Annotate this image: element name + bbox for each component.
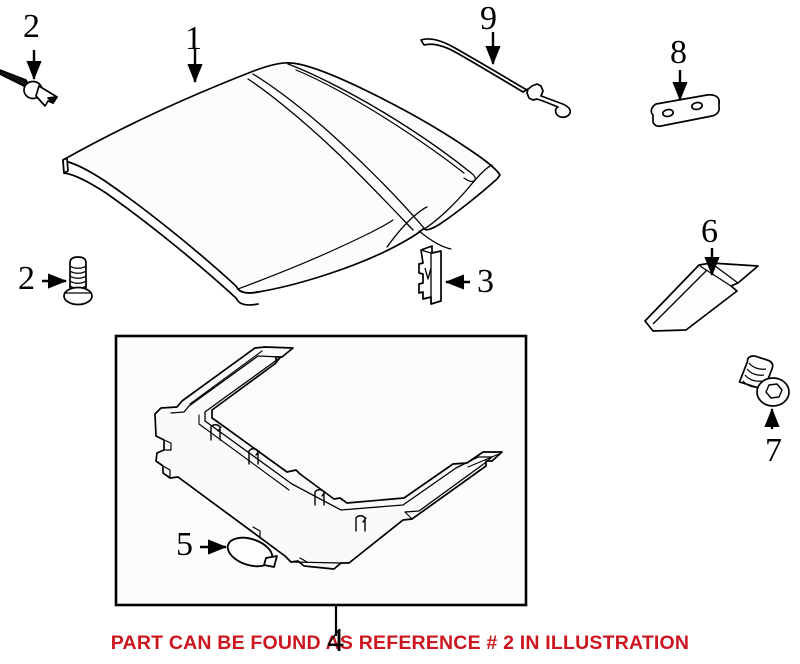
callout-label-6: 6 [701,213,718,250]
part-rivet-pin [0,69,58,107]
callout-label-1: 1 [185,20,202,57]
part-screw [63,256,93,306]
part-retainer-clip [418,245,442,305]
callout-label-7: 7 [765,432,782,469]
callout-label-4: 4 [327,622,344,659]
part-roof-frame-assembly [154,346,503,570]
callout-label-2-mid: 2 [18,260,35,297]
callout-label-5: 5 [176,526,193,563]
callout-label-8: 8 [670,34,687,71]
part-roof-panel [62,61,501,306]
reference-note: PART CAN BE FOUND AS REFERENCE # 2 IN IL… [110,632,690,654]
callout-label-3: 3 [477,263,494,300]
callout-label-2-top: 2 [23,8,40,45]
part-grommet-plug [226,536,278,568]
part-bent-rod [420,38,572,119]
callout-label-9: 9 [480,0,497,37]
part-hex-socket-bolt [738,355,790,407]
part-bracket-plate [650,93,721,128]
